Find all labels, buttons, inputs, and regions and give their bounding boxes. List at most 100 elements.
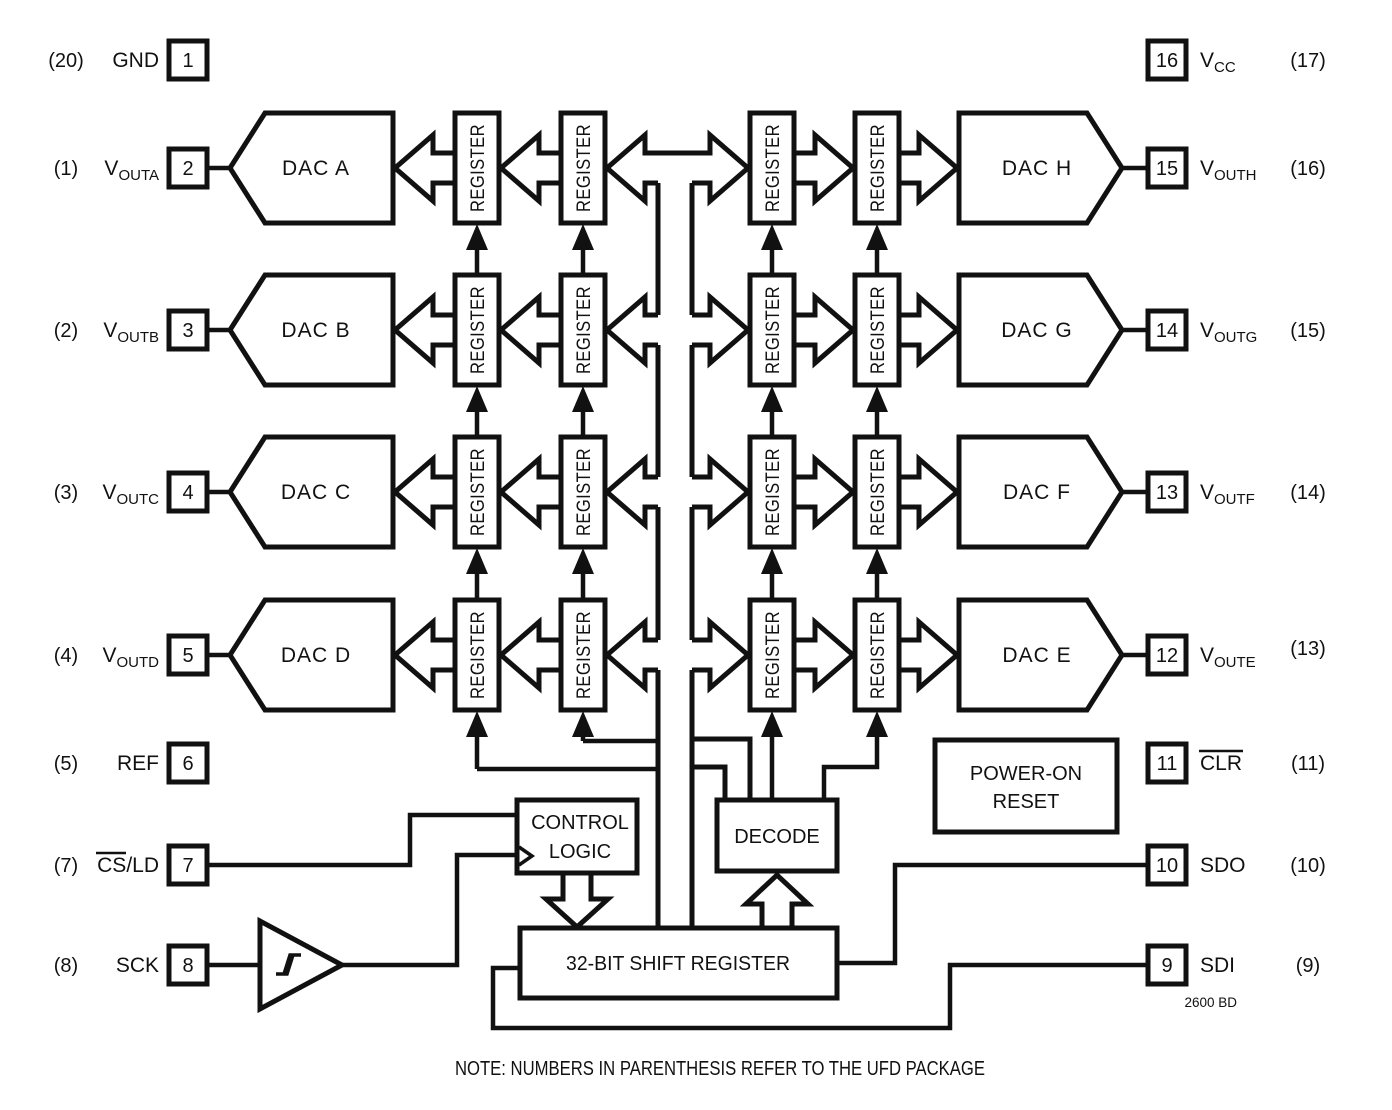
pin-paren: (5) [54,753,78,775]
pin-square [166,38,210,82]
pin-square [1145,38,1189,82]
power-on-reset-label: RESET [993,791,1060,813]
dac-f-shape [956,434,1125,550]
pin-name: VOUTH [1200,157,1257,184]
bus-branch-to-decode [692,736,753,800]
pin-paren: (15) [1290,320,1326,342]
decode-label: DECODE [734,826,820,848]
pin-number: 6 [182,753,193,775]
pin-number: 4 [182,482,193,504]
pin-paren: (20) [48,50,84,72]
register-box [852,434,902,550]
bus-double-arrow [603,129,752,207]
pin-paren: (9) [1296,955,1320,977]
pin-number: 11 [1157,753,1178,775]
dac-g-shape [956,272,1125,388]
control-logic-label: LOGIC [549,841,611,863]
pin-square [1145,146,1189,190]
register-box [747,110,797,226]
dac-e-shape [956,597,1125,713]
reg-arrow-right [794,291,857,369]
pin-paren: (13) [1290,638,1326,660]
reg-arrow-left [391,291,455,369]
register-box [852,597,902,713]
pin-name: VOUTC [102,481,159,508]
bus-arrow-left [603,291,658,369]
package-note: NOTE: NUMBERS IN PARENTHESIS REFER TO TH… [455,1058,985,1080]
figure-code: 2600 BD [1184,995,1237,1010]
load-arrowhead [866,711,888,737]
reg-arrow-left [497,129,561,207]
reg-arrow-left [497,291,561,369]
pin-number: 12 [1156,645,1178,667]
shift-to-decode-arrow [739,871,815,928]
dac-label: DAC F [1003,481,1071,504]
register-label: REGISTER [763,286,784,374]
pin-name: SDI [1200,954,1235,977]
load-line [580,249,658,744]
schmitt-trigger-buffer [257,916,348,1014]
pin-number: 14 [1156,320,1178,342]
pin-number: 1 [182,50,193,72]
pin-square [1145,741,1189,785]
cs-ld-wire [206,812,517,868]
load-arrowhead [466,548,488,574]
pin-number: 8 [182,955,193,977]
pin-number: 15 [1156,158,1178,180]
register-box [747,272,797,388]
register-box [852,110,902,226]
power-on-reset-label: POWER-ON [970,763,1082,785]
load-arrowhead [572,386,594,412]
pin-number: 7 [182,855,193,877]
pin-number: 5 [182,645,193,667]
control-logic-label: CONTROL [531,812,629,834]
load-arrowhead [572,548,594,574]
decode-box [714,797,840,874]
register-label: REGISTER [763,611,784,699]
reg-arrow-left [497,616,561,694]
load-arrowhead [866,386,888,412]
dac-h-shape [956,110,1125,226]
dac-a-shape [227,110,396,226]
pin-square [166,843,210,887]
pin-name: VOUTA [104,157,159,184]
dac-label: DAC D [281,644,351,667]
register-box [558,597,608,713]
control-wires [206,165,1148,1031]
pin-paren: (16) [1290,158,1326,180]
register-label: REGISTER [868,124,889,212]
pin-square [166,943,210,987]
sdi-wire [490,962,1148,1031]
load-arrowhead [761,386,783,412]
pin-name: VOUTE [1200,644,1256,671]
clock-input-icon [518,845,536,867]
register-box [452,597,502,713]
hysteresis-icon [276,953,301,976]
reg-arrow-left [497,453,561,531]
dac-c-shape [227,434,396,550]
pin-number: 2 [182,158,193,180]
load-arrowhead [572,224,594,250]
power-on-reset-box [932,737,1120,835]
pin-square [1145,470,1189,514]
pin-paren: (3) [54,482,78,504]
pin-square [166,633,210,677]
pin-paren: (10) [1290,855,1326,877]
pin-square [1145,843,1189,887]
bus-arrow-right [692,453,752,531]
register-box [558,272,608,388]
reg-arrow-right [794,129,857,207]
register-blocks: REGISTER REGISTER REGISTER REGISTER REGI… [452,110,902,713]
pin-square [1145,308,1189,352]
control-logic-box [514,797,640,876]
dac-b-shape [227,272,396,388]
load-arrowhead [466,711,488,737]
pin-name: CS/LD [97,854,159,877]
data-bus-rails [655,183,753,930]
register-box [747,434,797,550]
register-label: REGISTER [574,124,595,212]
register-box [558,434,608,550]
reg-arrow-right [899,129,961,207]
pin-name: SDO [1200,854,1246,877]
